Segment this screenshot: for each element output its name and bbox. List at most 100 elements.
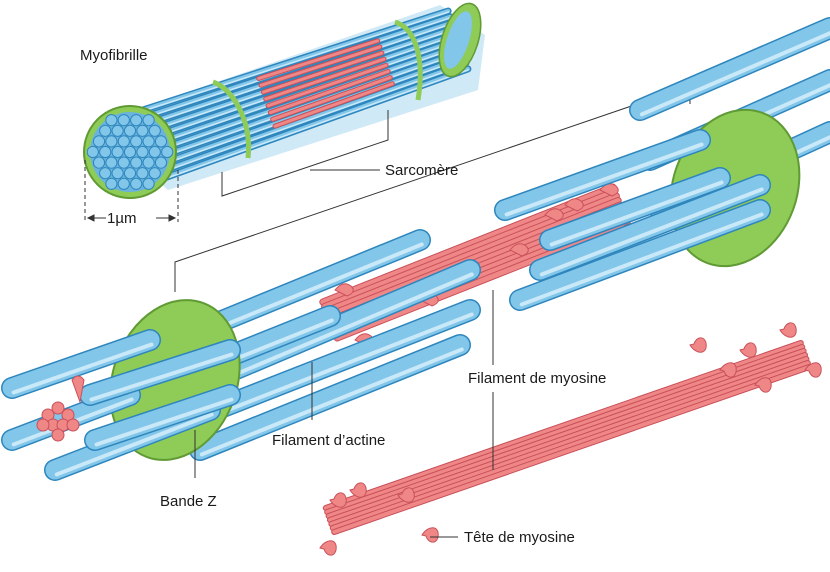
myosin-head-2 bbox=[319, 540, 337, 556]
filament-cross-section bbox=[99, 124, 112, 137]
myofibril-filament-0-highlight bbox=[117, 11, 450, 120]
myofibril-myosin-1-fill bbox=[259, 45, 382, 87]
label-scale: 1µm bbox=[107, 210, 136, 227]
sarcomere-illustration bbox=[1, 17, 830, 481]
myosin-head-2 bbox=[544, 208, 564, 222]
actin-left-0-highlight bbox=[199, 242, 424, 337]
actin-right-front-3-fill bbox=[530, 175, 770, 280]
myosin-bundle-strand-0-fill bbox=[320, 184, 616, 305]
myosin-bundle-strand-2-fill bbox=[323, 193, 619, 314]
myofibril-myosin-6-fill bbox=[271, 76, 392, 121]
actin-stub-4-fill bbox=[85, 385, 240, 450]
filament-cross-section bbox=[111, 145, 124, 159]
actin-right-front-0-highlight bbox=[504, 142, 704, 217]
label-actin-filament: Filament d’actine bbox=[272, 432, 385, 449]
filament-cross-section bbox=[99, 145, 112, 159]
label-myosin-filament: Filament de myosine bbox=[468, 370, 606, 387]
myosin-head-0 bbox=[329, 492, 347, 508]
label-z-band: Bande Z bbox=[160, 493, 217, 510]
myosin-head-4 bbox=[421, 527, 439, 543]
actin-right-front-1-highlight bbox=[519, 212, 764, 307]
filament-cross-section bbox=[99, 167, 112, 180]
filament-cross-section bbox=[111, 124, 124, 137]
actin-left-1-highlight bbox=[209, 272, 474, 387]
filament-cross-section bbox=[123, 167, 137, 180]
actin-left-1-fill bbox=[200, 260, 480, 390]
filament-cross-section bbox=[130, 114, 143, 127]
filament-cross-section bbox=[123, 124, 137, 137]
actin-left-0-fill bbox=[190, 230, 430, 340]
myosin-head-6 bbox=[509, 243, 529, 257]
filament-cross-section bbox=[142, 177, 155, 190]
filament-cross-section bbox=[117, 135, 130, 148]
actin-right-front-2-highlight bbox=[549, 180, 724, 247]
filament-cross-section bbox=[105, 177, 118, 190]
filament-cross-section bbox=[136, 145, 149, 159]
filament-cross-section bbox=[105, 114, 118, 127]
myofibril-myosin-3-fill bbox=[264, 57, 386, 101]
myofibril-myosin-4-fill bbox=[266, 63, 388, 108]
myosin-bundle-strand-1-fill bbox=[322, 189, 618, 309]
actin-stub-0-fill bbox=[2, 330, 160, 398]
myosin-head-3 bbox=[564, 198, 584, 212]
actin-stub-2-highlight bbox=[54, 412, 214, 477]
filament-cross-section bbox=[154, 156, 168, 169]
filament-cross-section bbox=[117, 114, 130, 127]
myosin-head-3 bbox=[397, 487, 415, 503]
filament-cross-section bbox=[148, 167, 161, 180]
filament-cross-section bbox=[136, 124, 149, 137]
myosin-end-6 bbox=[51, 428, 65, 442]
filament-cross-section bbox=[105, 135, 118, 148]
actin-right-back-0-highlight bbox=[639, 31, 830, 117]
filament-cross-section bbox=[142, 135, 155, 148]
myosin-head-5 bbox=[689, 337, 707, 353]
myofibril-filament-9-highlight bbox=[138, 63, 467, 181]
filament-cross-section bbox=[142, 114, 155, 127]
myosin-head-9 bbox=[779, 322, 797, 338]
myosin-head-8 bbox=[754, 377, 772, 393]
myosin-head-7 bbox=[739, 342, 757, 358]
filament-cross-section bbox=[130, 177, 143, 190]
actin-right-front-2-fill bbox=[540, 168, 730, 250]
myosin-strand-6-fill bbox=[332, 365, 812, 534]
filament-cross-section bbox=[105, 156, 118, 169]
filament-cross-section bbox=[92, 156, 106, 169]
myosin-head-10 bbox=[804, 362, 822, 378]
myosin-bundle-strand-3-fill bbox=[325, 198, 621, 318]
myofibril-myosin-5-fill bbox=[268, 69, 390, 115]
filament-cross-section bbox=[161, 145, 174, 159]
myosin-strand-1-fill bbox=[325, 345, 805, 514]
filament-cross-section bbox=[92, 135, 106, 148]
scale-bar bbox=[84, 160, 179, 222]
actin-right-front-0-fill bbox=[495, 130, 710, 220]
actin-right-back-0-fill bbox=[630, 18, 830, 120]
label-myosin-head: Tête de myosine bbox=[464, 529, 575, 546]
filament-cross-section bbox=[136, 167, 149, 180]
myosin-end-7 bbox=[66, 418, 80, 432]
myofibril-filament-0-fill bbox=[116, 9, 451, 120]
filament-cross-section bbox=[117, 177, 130, 190]
actin-stub-3-highlight bbox=[89, 352, 234, 402]
actin-left-2-fill bbox=[205, 300, 480, 420]
actin-left-2-highlight bbox=[214, 312, 474, 417]
filament-cross-section bbox=[117, 156, 130, 169]
filament-cross-section bbox=[123, 145, 137, 159]
isolated-myosin-filament bbox=[319, 322, 822, 556]
filament-cross-section bbox=[130, 156, 143, 169]
leader-lines bbox=[194, 169, 494, 538]
label-myofibril: Myofibrille bbox=[80, 47, 148, 64]
label-sarcomere: Sarcomère bbox=[385, 162, 458, 179]
actin-left-3-highlight bbox=[199, 347, 464, 457]
actin-right-front-3-highlight bbox=[539, 187, 764, 277]
myofibril-filament-10-fill bbox=[139, 66, 470, 189]
myosin-strand-5-fill bbox=[330, 361, 810, 530]
actin-stub-3-fill bbox=[80, 340, 240, 405]
myofibril-myosin-2-fill bbox=[261, 51, 384, 94]
actin-stub-4-highlight bbox=[94, 397, 234, 447]
actin-stub-0-highlight bbox=[11, 342, 154, 395]
myosin-head-0 bbox=[334, 283, 354, 297]
filament-cross-section bbox=[142, 156, 155, 169]
myosin-head-1 bbox=[349, 482, 367, 498]
